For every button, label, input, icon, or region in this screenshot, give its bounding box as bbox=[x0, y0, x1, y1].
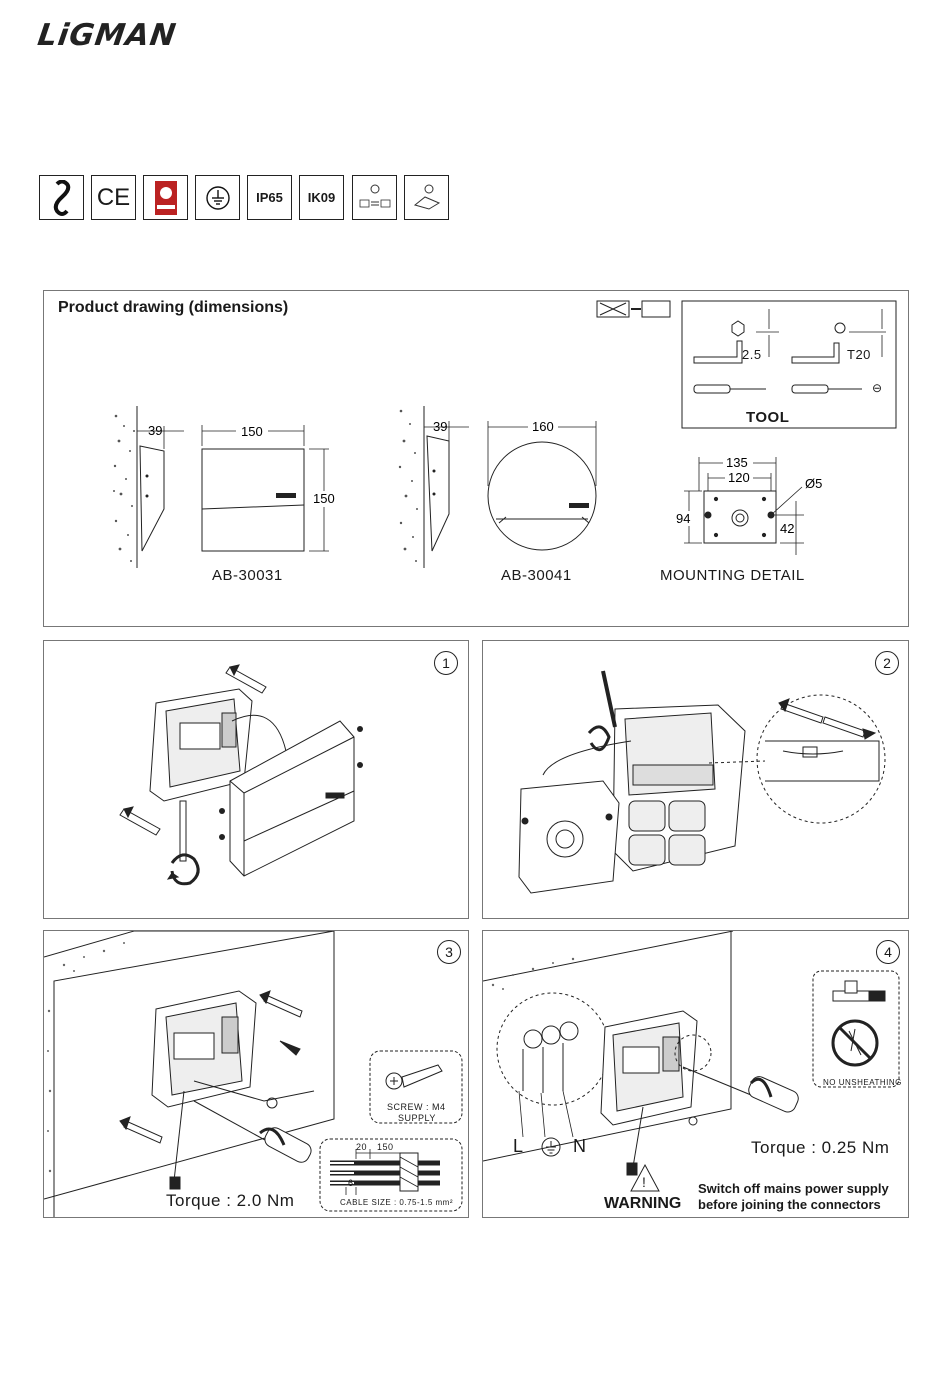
model-a-side-profile bbox=[112, 406, 165, 568]
step-2-panel: 2 bbox=[482, 640, 909, 919]
screw-label: SCREW : M4 bbox=[387, 1102, 446, 1112]
ground-symbol-icon bbox=[541, 1137, 561, 1157]
screw-icon bbox=[385, 1064, 443, 1090]
terminal-zoom bbox=[496, 992, 610, 1106]
step-2-illustration bbox=[518, 670, 886, 894]
recycle-icon bbox=[404, 175, 449, 220]
ik-rating-icon: IK09 bbox=[299, 175, 344, 220]
strip-length-b: 150 bbox=[377, 1142, 394, 1152]
voltage-icon bbox=[352, 175, 397, 220]
earth-ground-icon bbox=[195, 175, 240, 220]
wall-surface bbox=[44, 931, 335, 1217]
screwdriver-icon bbox=[693, 384, 862, 394]
flat-tip-label: ⊖ bbox=[872, 381, 883, 395]
brand-logo: LiGMAN bbox=[35, 18, 179, 53]
warning-icon: ! bbox=[630, 1163, 660, 1192]
warning-label: WARNING bbox=[604, 1195, 682, 1212]
torx-key-icon bbox=[791, 309, 886, 364]
step-3-panel: 3 bbox=[43, 930, 469, 1218]
hex-size-label: 2.5 bbox=[742, 347, 762, 362]
model-b-depth-dim bbox=[424, 421, 469, 441]
hex-key-icon bbox=[693, 309, 779, 364]
step-1-panel: 1 bbox=[43, 640, 469, 919]
model-b-name: AB-30041 bbox=[501, 567, 572, 584]
step-1-number: 1 bbox=[434, 651, 458, 675]
step-2-arrow-left bbox=[778, 698, 824, 724]
terminal-l-label: L bbox=[513, 1136, 524, 1156]
tool-title: TOOL bbox=[746, 409, 790, 426]
mounting-plate bbox=[703, 490, 777, 544]
cable-size-label: CABLE SIZE : 0.75-1.5 mm² bbox=[340, 1198, 453, 1207]
step-1-screwdriver bbox=[166, 800, 200, 886]
step-3-number: 3 bbox=[437, 940, 461, 964]
wall-surface bbox=[483, 931, 734, 1162]
model-a-name: AB-30031 bbox=[212, 567, 283, 584]
step-3-arrows bbox=[119, 990, 303, 1144]
dimensions-panel: Product drawing (dimensions) bbox=[43, 290, 909, 627]
mounting-title: MOUNTING DETAIL bbox=[660, 567, 805, 584]
ce-label: CE bbox=[96, 183, 131, 211]
svg-text:!: ! bbox=[642, 1174, 646, 1190]
screw-sub-label: SUPPLY bbox=[398, 1113, 436, 1123]
step-3-torque: Torque : 2.0 Nm bbox=[166, 1191, 295, 1210]
model-b-front-view bbox=[487, 441, 597, 551]
model-a-depth-dim bbox=[137, 426, 184, 449]
strip-length-a: 20 bbox=[356, 1142, 368, 1152]
ce-mark-icon: CE bbox=[91, 175, 136, 220]
svg-text:150: 150 bbox=[313, 491, 335, 506]
step-4-illustration: ! bbox=[483, 931, 900, 1192]
svg-text:94: 94 bbox=[676, 511, 690, 526]
svg-text:Ø5: Ø5 bbox=[805, 476, 822, 491]
model-a-front-view bbox=[201, 448, 305, 552]
model-b-side-profile bbox=[398, 406, 450, 568]
svg-text:160: 160 bbox=[532, 419, 554, 434]
step-3-illustration bbox=[44, 931, 463, 1217]
svg-text:42: 42 bbox=[780, 521, 794, 536]
dimensions-drawing: 39 150 150 3 bbox=[112, 300, 897, 568]
cable-strip-icon bbox=[330, 1149, 440, 1195]
terminal-n-label: N bbox=[573, 1136, 587, 1156]
step-4-panel: 4 bbox=[482, 930, 909, 1218]
svg-text:150: 150 bbox=[241, 424, 263, 439]
step-4-number: 4 bbox=[876, 940, 900, 964]
svg-text:39: 39 bbox=[148, 423, 162, 438]
svg-text:120: 120 bbox=[728, 470, 750, 485]
ik-rating-label: IK09 bbox=[307, 190, 336, 205]
svg-text:135: 135 bbox=[726, 455, 748, 470]
step-2-arrow-right bbox=[822, 716, 877, 740]
step-4-torque: Torque : 0.25 Nm bbox=[751, 1138, 890, 1157]
step-1-arrow-up bbox=[225, 664, 267, 694]
warning-line-2: before joining the connectors bbox=[698, 1197, 881, 1212]
warning-line-1: Switch off mains power supply bbox=[698, 1181, 889, 1196]
ip-rating-icon: IP65 bbox=[247, 175, 292, 220]
ip-rating-label: IP65 bbox=[256, 190, 283, 205]
step-1-illustration bbox=[119, 664, 363, 886]
mounting-dims bbox=[684, 457, 804, 555]
step-1-arrow-left bbox=[119, 806, 161, 836]
sirim-mark-icon bbox=[143, 175, 188, 220]
step-2-number: 2 bbox=[875, 651, 899, 675]
svg-text:39: 39 bbox=[433, 419, 447, 434]
step-3-screwdriver bbox=[193, 1100, 312, 1163]
no-unsheathing-label: NO UNSHEATHING bbox=[823, 1078, 902, 1087]
strip-length-c: 6 bbox=[348, 1178, 354, 1188]
mounting-surface-icon bbox=[596, 300, 671, 318]
chain-link-icon bbox=[39, 175, 84, 220]
dimensions-title: Product drawing (dimensions) bbox=[58, 299, 289, 316]
torx-size-label: T20 bbox=[847, 347, 871, 362]
